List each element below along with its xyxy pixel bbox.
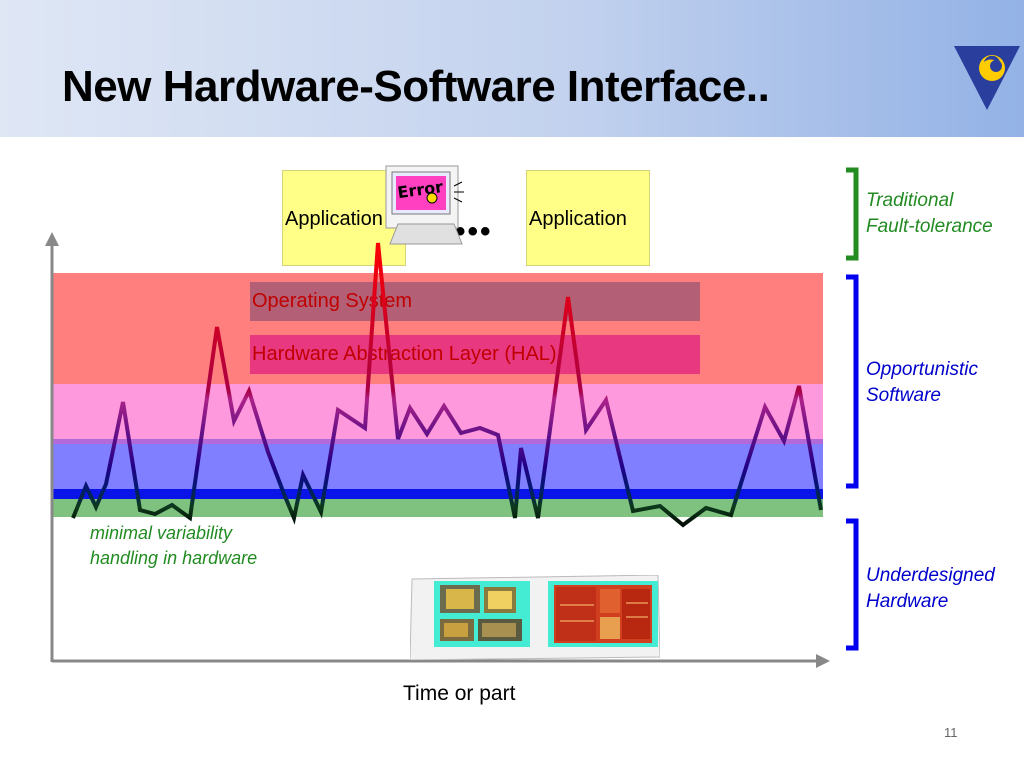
band-pink (53, 384, 823, 439)
label-traditional-line1: Traditional (866, 190, 954, 211)
slide-title: New Hardware-Software Interface.. (62, 62, 770, 111)
band-hardware-line (53, 489, 823, 499)
logo-icon (954, 46, 1020, 110)
minimal-note-line1: minimal variability (90, 523, 233, 543)
label-opportunistic: Opportunistic Software (866, 357, 978, 409)
label-traditional: Traditional Fault-tolerance (866, 188, 993, 240)
error-computer-icon: Error (385, 165, 464, 245)
page-number: 11 (944, 725, 958, 740)
x-axis-label: Time or part (403, 682, 516, 705)
variability-trace (71, 242, 823, 528)
minimal-note-line2: handling in hardware (90, 548, 258, 568)
bracket-traditional (846, 167, 859, 261)
label-traditional-line2: Fault-tolerance (866, 216, 993, 237)
label-underdesigned-line1: Underdesigned (866, 565, 995, 586)
chip-images (410, 575, 660, 660)
title-bar (0, 0, 1024, 137)
chip-image-right (548, 581, 658, 647)
bracket-underdesigned (846, 518, 859, 651)
hal-box: Hardware Abstraction Layer (HAL) (250, 335, 700, 374)
label-opportunistic-line1: Opportunistic (866, 359, 978, 380)
label-underdesigned-line2: Hardware (866, 591, 949, 612)
minimal-variability-note: minimal variability handling in hardware (90, 521, 257, 571)
band-blue (53, 444, 823, 489)
band-divider (53, 439, 823, 444)
operating-system-box: Operating System (250, 282, 700, 321)
bracket-opportunistic (846, 274, 859, 489)
application-box-left: Application (282, 170, 406, 266)
label-opportunistic-line2: Software (866, 385, 941, 406)
chip-image-left (434, 581, 530, 647)
label-underdesigned: Underdesigned Hardware (866, 563, 995, 615)
y-axis-arrow (45, 232, 59, 246)
x-axis-arrow (816, 654, 830, 668)
application-box-right: Application (526, 170, 650, 266)
